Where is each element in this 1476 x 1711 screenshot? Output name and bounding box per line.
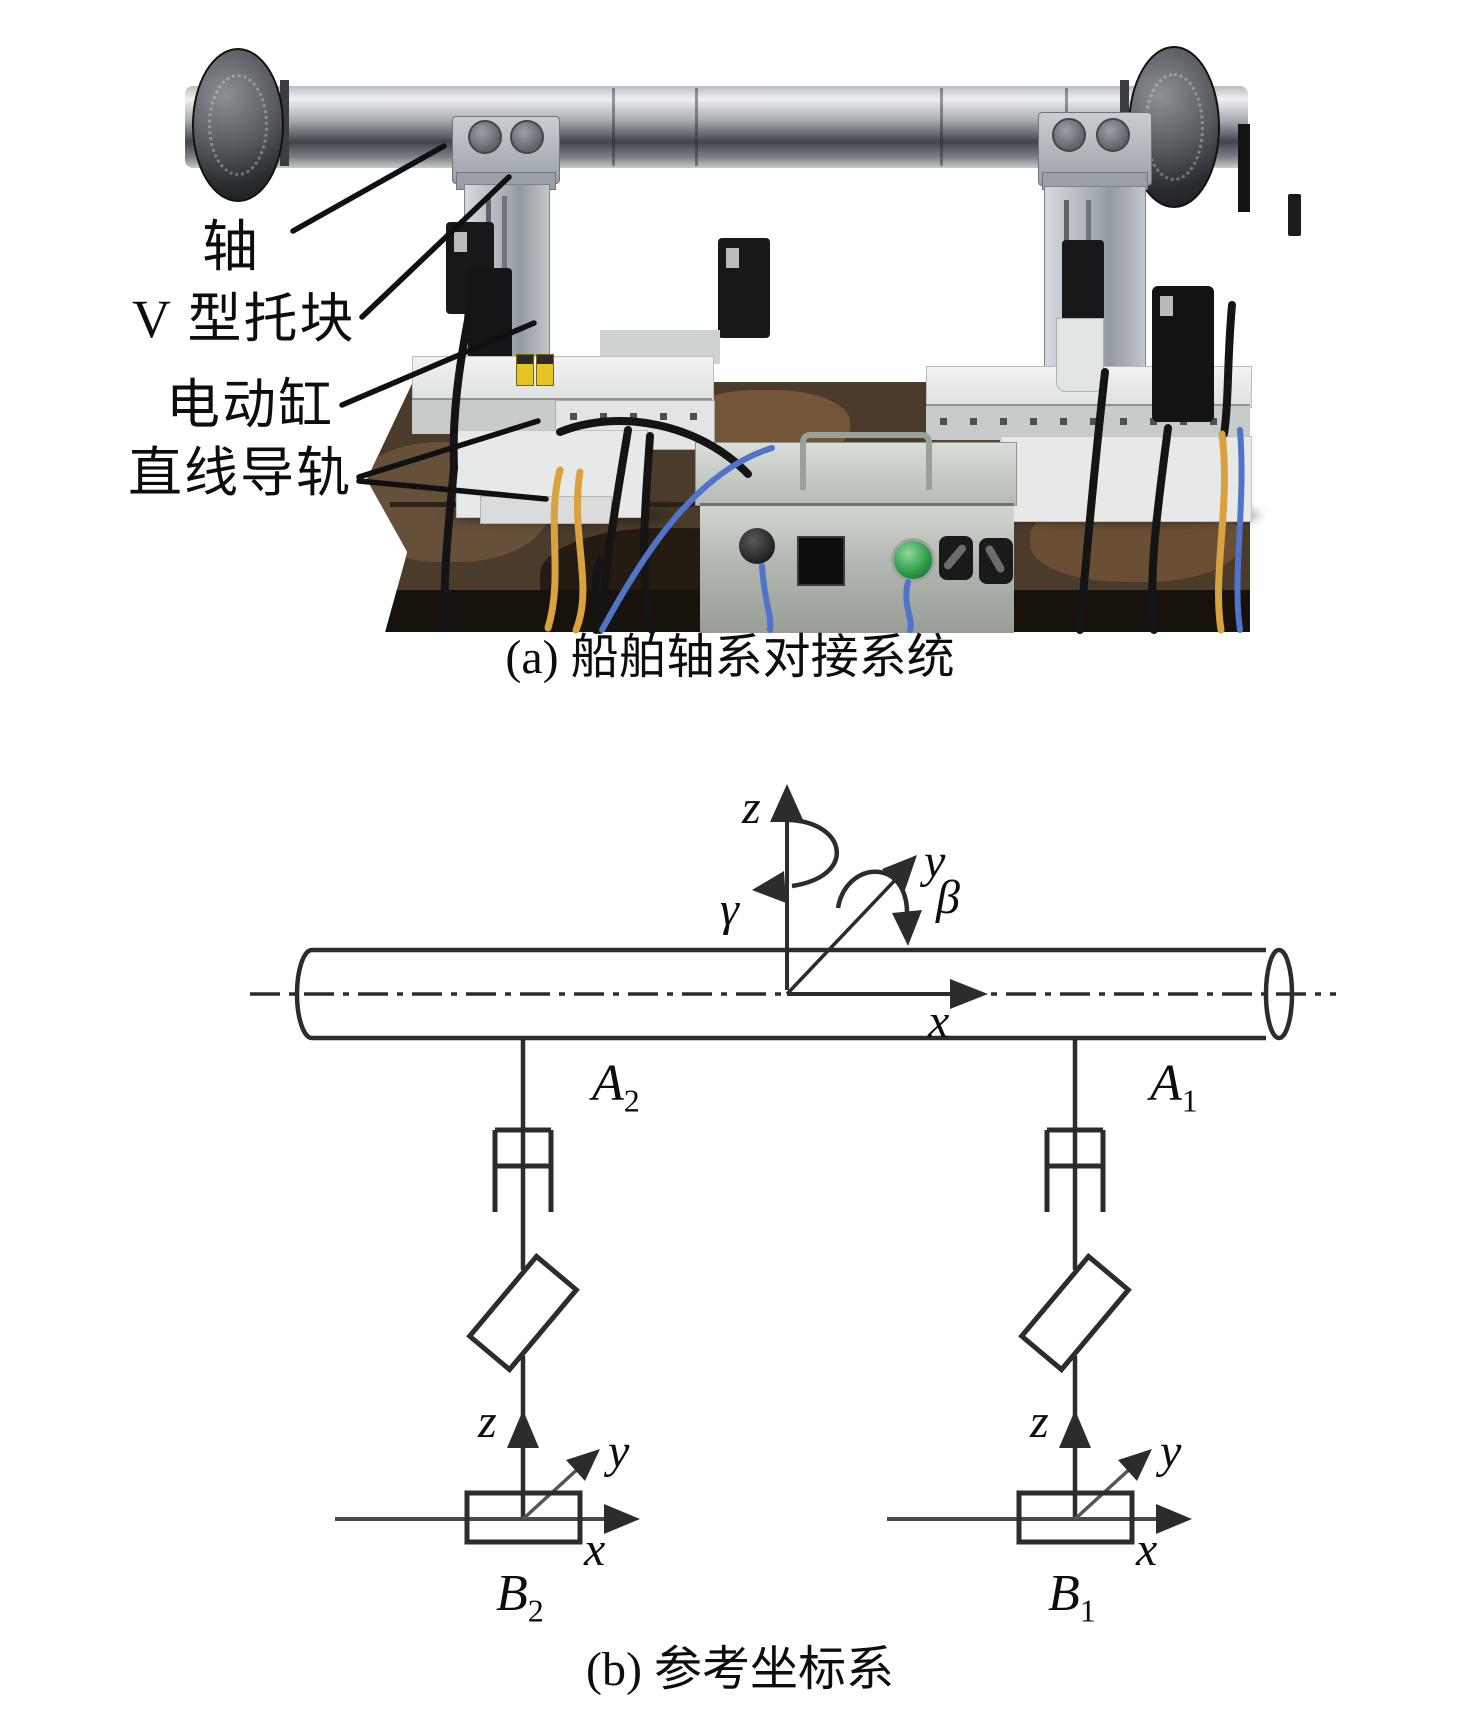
- right-servo-motor: [1062, 240, 1104, 324]
- selector-knob[interactable]: [939, 536, 973, 580]
- warning-sticker: [516, 354, 534, 386]
- left-piston-symbol: [492, 1127, 554, 1212]
- x-axis-arrowhead: [950, 979, 988, 1009]
- top-frame-beta-label: β: [936, 871, 960, 924]
- left-base-step: [480, 496, 612, 524]
- photo-edge-mark: [1288, 194, 1301, 236]
- left-base-z-arrowhead: [507, 1410, 539, 1448]
- shaft-joint-line: [940, 88, 943, 166]
- right-edge-dark-part: [1238, 124, 1250, 212]
- right-base-z-arrowhead: [1059, 1410, 1091, 1448]
- z-axis-arrowhead: [770, 784, 804, 822]
- display-window: [797, 536, 845, 586]
- cylinder-right-end: [1263, 947, 1295, 1041]
- left-base-y-arrowhead: [566, 1449, 600, 1481]
- gamma-rotation-arc: [788, 817, 839, 889]
- beta-arrowhead: [892, 910, 922, 946]
- knob-handle: [984, 544, 1006, 574]
- cylinder-left-end: [294, 947, 313, 1041]
- v-block-roller: [510, 120, 544, 154]
- beta-rotation-arc: [835, 869, 910, 919]
- left-base-x-arrowhead: [604, 1504, 640, 1534]
- flange-bolt-holes: [1144, 73, 1204, 181]
- shaft-joint-line: [695, 88, 698, 166]
- point-label-A1: A1: [1150, 1055, 1198, 1119]
- y-axis-arrowhead: [882, 855, 917, 890]
- cable-connector: [739, 528, 775, 564]
- knob-handle: [942, 542, 968, 572]
- flange-bolt-holes: [208, 74, 268, 176]
- v-block-roller: [1096, 118, 1130, 152]
- right-base-y-arrowhead: [1118, 1449, 1152, 1481]
- point-A1-subscript: 1: [1181, 1082, 1198, 1119]
- right-base-block: [1016, 1490, 1135, 1545]
- motor-label-sticker: [726, 248, 739, 268]
- gamma-arrowhead: [752, 871, 786, 903]
- control-box: [695, 432, 1195, 633]
- right-piston-symbol: [1044, 1127, 1106, 1212]
- green-power-button[interactable]: [891, 538, 935, 582]
- point-A1-letter: A: [1150, 1055, 1182, 1112]
- warning-sticker: [536, 354, 554, 386]
- top-frame-y-label: y: [924, 835, 946, 888]
- right-base-x-label: x: [1136, 1523, 1158, 1576]
- right-base-x-arrowhead: [1156, 1504, 1192, 1534]
- control-box-handle: [800, 432, 932, 490]
- guide-bolt-holes: [570, 413, 700, 420]
- left-joint-block: [466, 1252, 580, 1374]
- point-label-A2: A2: [592, 1055, 640, 1119]
- top-frame-gamma-label: γ: [720, 883, 739, 936]
- flange-shadow: [280, 80, 289, 166]
- right-machine-base: [1000, 436, 1252, 522]
- left-base-block: [464, 1490, 583, 1545]
- caption-panel-a: (a) 船舶轴系对接系统: [505, 631, 955, 684]
- point-A2-subscript: 2: [623, 1082, 640, 1119]
- right-servo-motor-2: [1152, 286, 1214, 422]
- right-base-y-axis: [1073, 1454, 1146, 1521]
- right-base-y-label: y: [1160, 1425, 1182, 1478]
- label-v-block: V 型托块: [132, 289, 356, 349]
- point-A2-letter: A: [592, 1055, 624, 1112]
- right-joint-block: [1018, 1252, 1132, 1374]
- point-B1-subscript: 1: [1079, 1592, 1096, 1629]
- y-axis-top: [785, 875, 900, 996]
- background-servo-motor: [718, 238, 770, 338]
- left-stage-table: [412, 356, 714, 402]
- label-shaft: 轴: [202, 217, 260, 279]
- caption-panel-b: (b) 参考坐标系: [586, 1643, 894, 1696]
- point-B2-letter: B: [496, 1565, 528, 1622]
- left-coupling-flange: [192, 48, 284, 202]
- left-base-z-label: z: [478, 1395, 497, 1448]
- right-cylinder-housing: [1056, 318, 1104, 392]
- top-frame-x-label: x: [928, 995, 950, 1048]
- motor-label-sticker: [454, 232, 467, 252]
- v-block-roller: [1052, 118, 1086, 152]
- shaft-joint-line: [612, 88, 615, 166]
- label-electric-cylinder: 电动缸: [166, 375, 334, 435]
- point-label-B2: B2: [496, 1565, 544, 1629]
- label-linear-guide: 直线导轨: [128, 443, 352, 503]
- left-base-y-label: y: [608, 1425, 630, 1478]
- point-B1-letter: B: [1048, 1565, 1080, 1622]
- motor-label-sticker: [1160, 296, 1173, 316]
- point-label-B1: B1: [1048, 1565, 1096, 1629]
- left-base-x-label: x: [584, 1523, 606, 1576]
- top-frame-z-label: z: [742, 781, 761, 834]
- v-block-roller: [468, 120, 502, 154]
- right-base-z-label: z: [1030, 1395, 1049, 1448]
- point-B2-subscript: 2: [527, 1592, 544, 1629]
- selector-knob[interactable]: [979, 538, 1013, 584]
- left-base-y-axis: [521, 1454, 594, 1521]
